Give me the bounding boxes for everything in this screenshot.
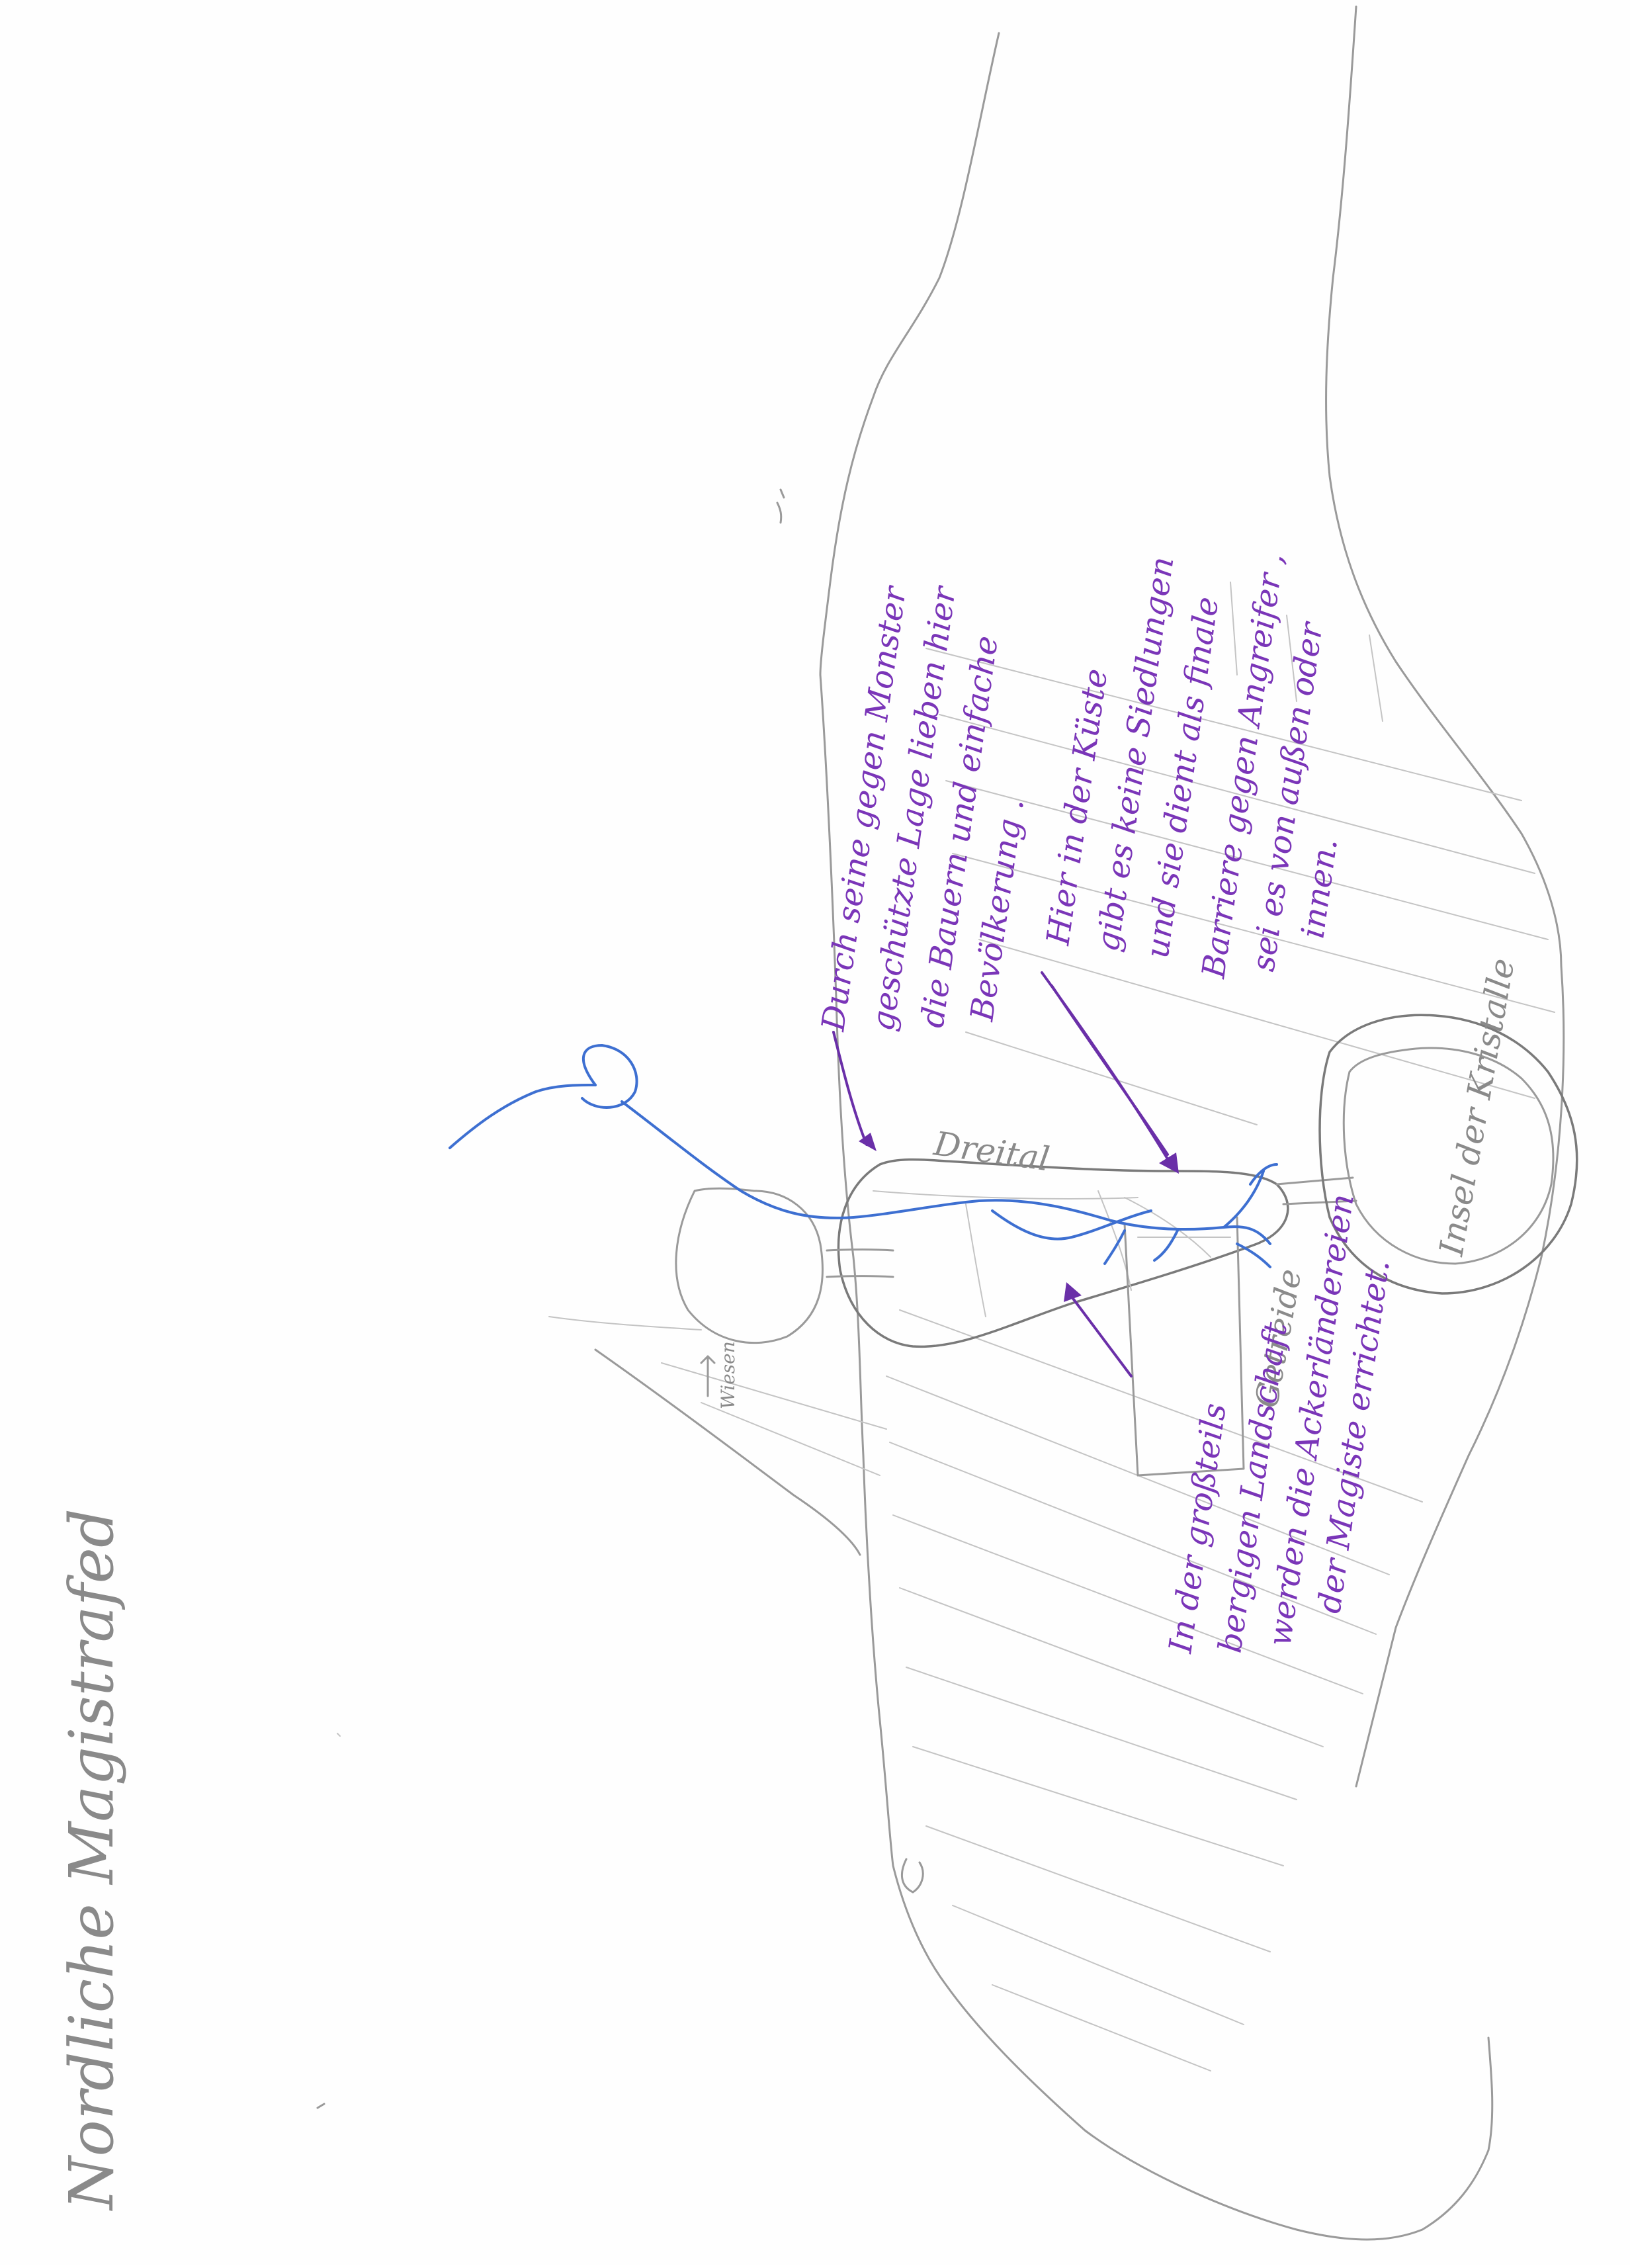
annotation-arrows	[832, 971, 1179, 1377]
south-bay	[900, 1858, 924, 1894]
west-peninsula	[594, 1348, 861, 1556]
island	[1318, 1014, 1578, 1295]
west-peninsula-shadow	[548, 1316, 702, 1330]
paper-specks	[316, 488, 785, 2109]
label-small-marker: Wiesen	[717, 1341, 739, 1409]
arrow-mountains	[832, 1031, 868, 1146]
north-coastline	[819, 32, 1000, 676]
terrain-hatching	[661, 582, 1555, 2072]
river-main	[621, 1100, 1271, 1245]
annotation-coast-line-6: innen.	[1294, 836, 1345, 941]
label-island: Insel der Kristalle	[1432, 955, 1522, 1259]
south-coastline-west	[819, 674, 1494, 2241]
annotation-farmland: In der großteils bergigen Landschaft wer…	[1162, 1192, 1397, 1656]
south-coastline-east	[1355, 965, 1565, 1788]
river-upper	[449, 1084, 597, 1149]
landmass-outlines	[548, 5, 1565, 2241]
north-notch	[776, 502, 783, 524]
river-branch-south	[991, 1209, 1152, 1241]
strait-top	[1275, 1176, 1354, 1186]
arrow-farmland	[1070, 1295, 1133, 1377]
valley-outline	[837, 1158, 1289, 1348]
strait-bottom	[1282, 1199, 1357, 1205]
river-branch-east	[1222, 1170, 1265, 1229]
island-outline-inner	[1342, 1047, 1555, 1265]
valley-region	[675, 1158, 1357, 1477]
river-source-spiral	[581, 1044, 638, 1109]
island-outline-outer	[1318, 1014, 1578, 1295]
map-title: Nordliche Magistrafed	[56, 1508, 127, 2211]
label-valley: Dreital	[931, 1124, 1052, 1178]
annotation-mountains: Durch seine gegen Monster geschützte Lag…	[814, 582, 1031, 1033]
grain-field	[1123, 1216, 1245, 1477]
north-east-coastline	[1325, 5, 1563, 967]
basin-outline	[675, 1187, 824, 1344]
rivers	[449, 1044, 1278, 1268]
